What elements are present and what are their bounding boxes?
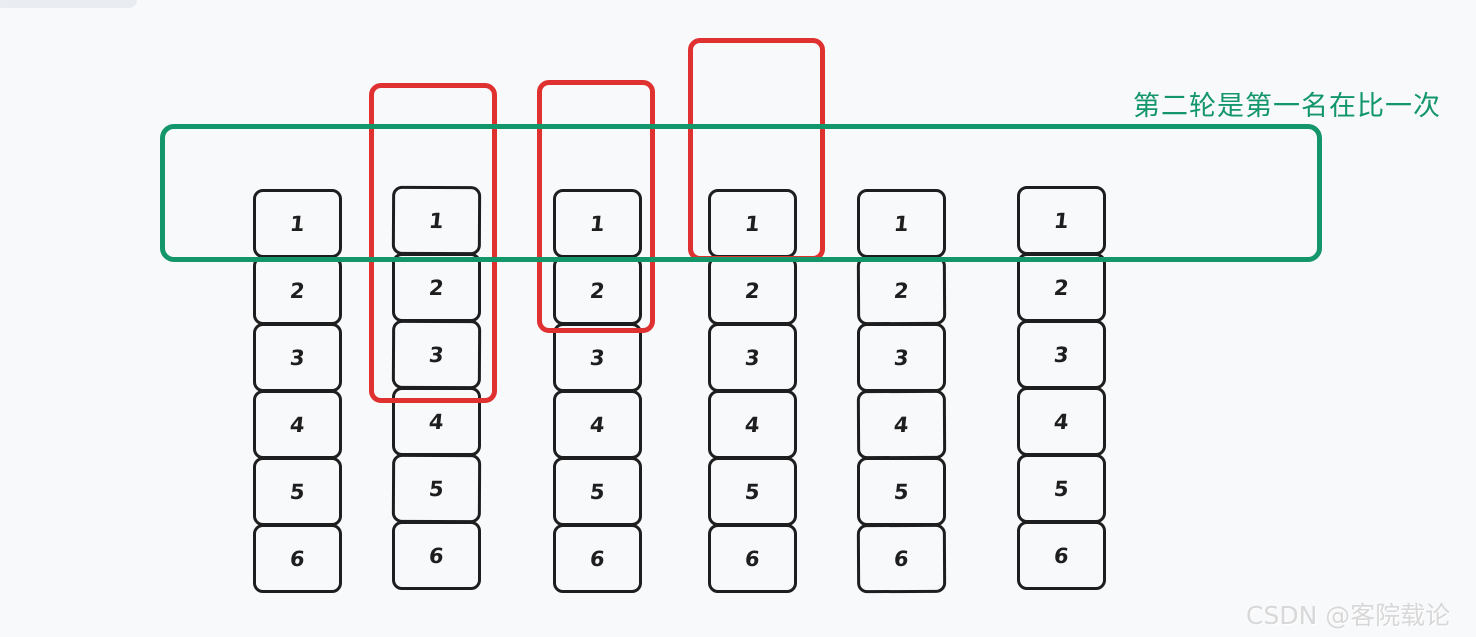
number-box: 5 [708, 457, 797, 526]
number-box: 2 [856, 255, 947, 326]
number-label: 1 [743, 211, 762, 236]
number-box: 2 [708, 256, 797, 325]
number-box: 5 [553, 457, 642, 526]
number-box: 1 [1017, 186, 1106, 255]
number-label: 2 [427, 275, 446, 300]
number-label: 2 [588, 278, 607, 303]
number-box: 4 [1017, 387, 1106, 456]
column-3: 1 2 3 4 5 6 [553, 189, 642, 593]
number-box: 4 [253, 390, 342, 459]
number-box: 5 [1017, 454, 1106, 523]
number-box: 1 [391, 185, 482, 256]
column-4: 1 2 3 4 5 6 [708, 189, 797, 593]
number-box: 2 [392, 253, 481, 322]
number-label: 5 [427, 476, 446, 501]
number-label: 4 [288, 412, 307, 437]
number-label: 3 [892, 345, 911, 370]
number-label: 4 [892, 412, 911, 437]
number-box: 4 [392, 387, 481, 456]
number-label: 3 [743, 345, 762, 370]
number-box: 3 [553, 323, 642, 392]
window-edge-strip [0, 0, 137, 8]
number-label: 3 [288, 345, 307, 370]
number-box: 6 [553, 524, 642, 593]
number-label: 5 [288, 479, 307, 504]
number-box: 5 [253, 457, 342, 526]
column-1: 1 2 3 4 5 6 [253, 189, 342, 593]
number-box: 6 [708, 524, 797, 593]
number-label: 6 [892, 546, 911, 571]
number-box: 2 [253, 256, 342, 325]
number-label: 2 [288, 278, 307, 303]
number-label: 6 [743, 546, 762, 571]
number-box: 1 [253, 189, 342, 258]
number-label: 5 [1052, 476, 1071, 501]
number-label: 4 [743, 412, 762, 437]
number-label: 6 [588, 546, 607, 571]
number-box: 6 [392, 521, 481, 590]
number-box: 3 [708, 323, 797, 392]
number-label: 6 [288, 546, 307, 571]
number-box: 2 [553, 256, 642, 325]
number-label: 1 [427, 208, 446, 233]
number-box: 6 [1017, 521, 1106, 590]
number-label: 3 [588, 345, 607, 370]
number-label: 2 [1052, 275, 1071, 300]
column-5: 1 2 3 4 5 6 [856, 189, 947, 594]
number-label: 4 [588, 412, 607, 437]
number-label: 4 [427, 409, 446, 434]
number-label: 3 [427, 342, 446, 367]
number-box: 1 [708, 189, 797, 258]
number-box: 4 [553, 390, 642, 459]
number-box: 3 [1017, 320, 1106, 389]
number-box: 6 [856, 523, 947, 594]
number-label: 2 [892, 278, 911, 303]
number-label: 1 [892, 211, 911, 236]
number-label: 1 [288, 211, 307, 236]
number-box: 1 [857, 189, 946, 258]
number-box: 4 [856, 389, 947, 460]
number-label: 6 [427, 543, 446, 568]
number-label: 4 [1052, 409, 1071, 434]
number-box: 5 [391, 453, 482, 524]
column-6: 1 2 3 4 5 6 [1017, 186, 1106, 590]
number-label: 5 [892, 479, 911, 504]
number-box: 2 [1017, 253, 1106, 322]
annotation-label: 第二轮是第一名在比一次 [1133, 91, 1441, 122]
number-box: 4 [708, 390, 797, 459]
number-label: 5 [743, 479, 762, 504]
number-box: 3 [391, 319, 482, 390]
number-box: 3 [253, 323, 342, 392]
number-box: 6 [253, 524, 342, 593]
number-label: 1 [1052, 208, 1071, 233]
number-label: 5 [588, 479, 607, 504]
number-label: 6 [1052, 543, 1071, 568]
watermark-text: CSDN @客院载论 [1246, 601, 1451, 630]
number-label: 2 [743, 278, 762, 303]
number-label: 3 [1052, 342, 1071, 367]
number-box: 1 [553, 189, 642, 258]
column-2: 1 2 3 4 5 6 [391, 185, 482, 590]
number-label: 1 [588, 211, 607, 236]
number-box: 3 [857, 323, 946, 392]
number-box: 5 [857, 457, 946, 526]
